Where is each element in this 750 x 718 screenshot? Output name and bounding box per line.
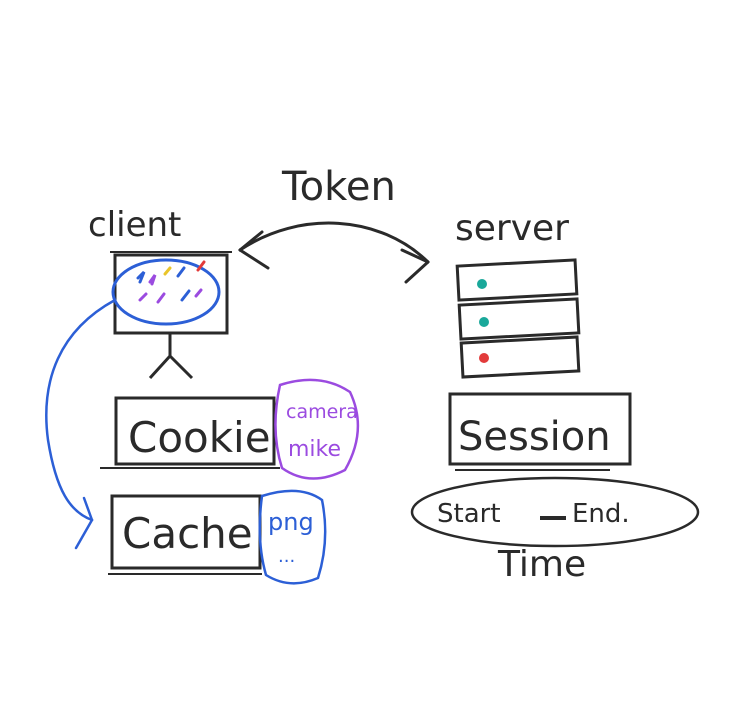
server-status-led-2 <box>479 317 489 327</box>
start-label: Start <box>437 499 501 529</box>
mike-label: mike <box>288 437 341 462</box>
cookie-label: Cookie <box>128 413 271 462</box>
cache-label: Cache <box>122 509 253 558</box>
token-label: Token <box>281 164 396 210</box>
session-label: Session <box>458 414 611 460</box>
cache-flow-arrow <box>45 298 117 550</box>
cache-box: Cache <box>108 494 262 575</box>
png-label: png <box>268 508 314 536</box>
png-bubble: png ... <box>258 489 327 585</box>
server-rack-icon <box>455 258 581 379</box>
camera-label: camera <box>286 401 358 423</box>
cookie-box: Cookie <box>100 396 280 469</box>
png-ellipsis: ... <box>278 546 295 567</box>
session-box: Session <box>448 392 632 471</box>
token-arrow <box>238 221 430 284</box>
server-status-led-3 <box>479 353 489 363</box>
server-status-led-1 <box>477 279 487 289</box>
client-label: client <box>88 205 181 245</box>
server-label: server <box>455 208 569 249</box>
monitor-icon <box>110 251 232 380</box>
end-label: End. <box>572 499 630 529</box>
time-label: Time <box>497 544 586 585</box>
permissions-bubble: camera mike <box>274 378 360 480</box>
time-ellipse: Start End. Time <box>410 476 700 585</box>
